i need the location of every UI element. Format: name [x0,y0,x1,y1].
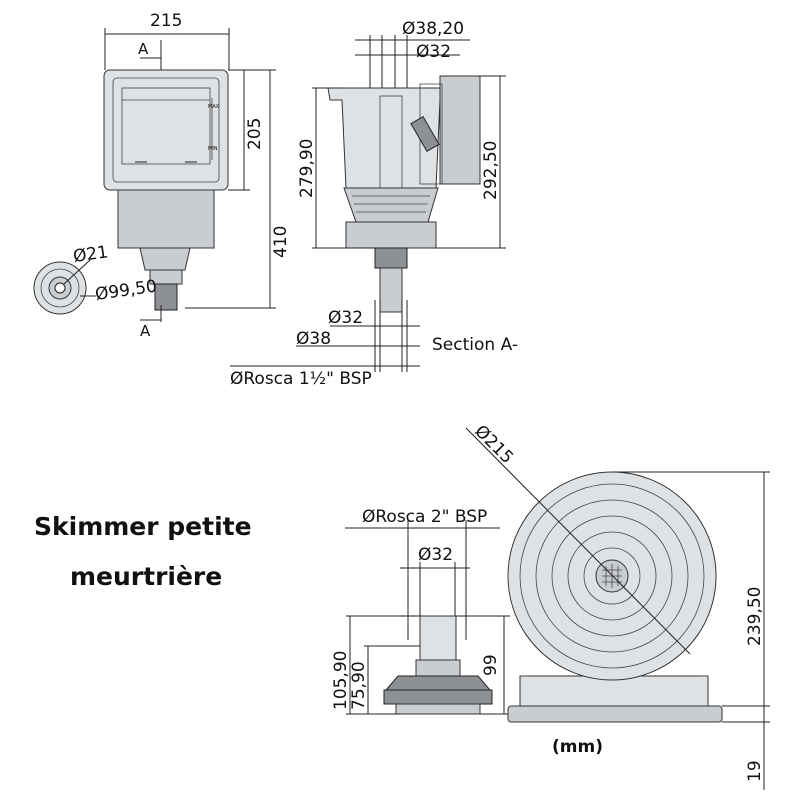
outlet-pipe [154,283,178,311]
h292-label: 292,50 [481,141,501,200]
h99-label: 99 [481,654,501,676]
section-outlet-pipe [379,267,403,313]
round-front-view: Ø215 239,50 19 (mm) [465,421,770,790]
detail-d99-label: Ø99,50 [94,277,158,305]
basket [343,187,439,223]
detail-d21-label: Ø21 [72,242,109,267]
section-label: Section A- [432,335,518,355]
thread-1-5-label: ØRosca 1½" BSP [230,369,372,389]
section-mark-bottom: A [140,322,151,340]
front-width-label: 215 [150,11,182,31]
h75-label: 75,90 [349,661,369,710]
d32-bottom-label: Ø32 [328,308,363,328]
title-line-2: meurtrière [70,562,222,591]
front-height-total: 410 [271,226,291,258]
d38-label: Ø38 [296,329,331,349]
svg-text:MIN: MIN [208,146,218,152]
front-view: 215 A MAX MIN 205 410 A [33,11,291,340]
h19-label: 19 [745,760,765,782]
d32-bottom-view-label: Ø32 [418,545,453,565]
weir-flap [410,115,440,153]
outlet-side-view: ØRosca 2" BSP Ø32 105,90 75,90 99 [331,507,510,715]
svg-text:MAX: MAX [208,104,220,110]
outlet-flange [383,689,493,705]
d32-top-label: Ø32 [416,42,451,62]
d38-20-label: Ø38,20 [402,19,464,39]
section-view: Ø38,20 Ø32 279,90 292,50 [230,19,518,389]
front-height-mouth: 205 [245,118,265,150]
h239-label: 239,50 [745,587,765,646]
h105-label: 105,90 [331,651,351,710]
base-plate [507,705,723,723]
h279-label: 279,90 [297,139,317,198]
thread-2-label: ØRosca 2" BSP [362,507,487,527]
d215-label: Ø215 [470,421,517,468]
outlet-pipe-side [419,615,457,667]
title-line-1: Skimmer petite [34,512,252,541]
skimmer-body [117,189,215,249]
mouth-opening [121,87,211,165]
unit-label: (mm) [552,737,603,757]
faceplate-section [439,75,481,185]
section-mark-top: A [138,40,149,58]
